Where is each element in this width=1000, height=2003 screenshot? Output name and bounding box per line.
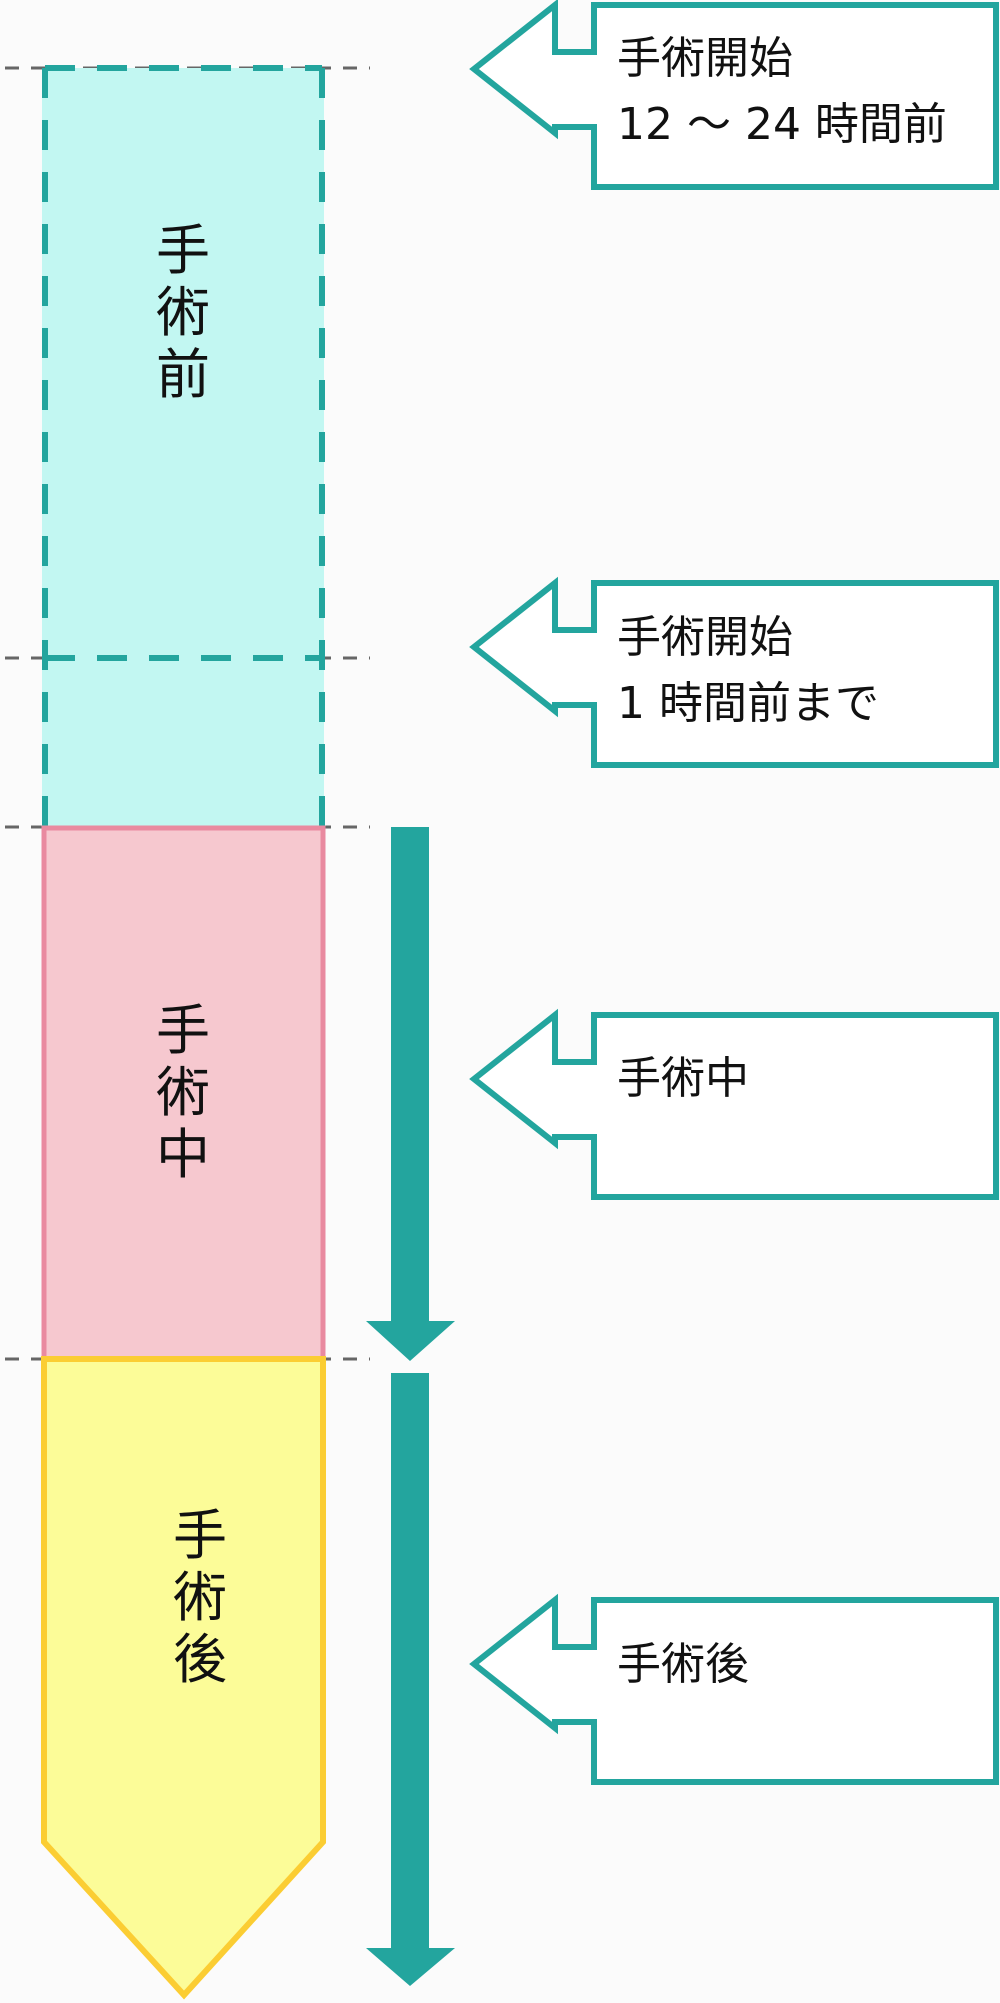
callout-line1: 手術開始 — [617, 33, 793, 84]
post-op-phase-shape — [41, 1356, 326, 2000]
callout-box-post — [469, 1593, 999, 1785]
during-duration-arrow — [366, 827, 455, 1361]
callout-line2: 12 ～ 24 時間前 — [617, 99, 947, 150]
callout-line1: 手術後 — [617, 1639, 749, 1690]
post-duration-arrow — [366, 1373, 455, 1986]
post-op-label: 手術後 — [173, 1504, 227, 1691]
during-label: 手術中 — [156, 999, 210, 1186]
callout-line2: 1 時間前まで — [617, 678, 879, 729]
pre-op-label: 手術前 — [156, 219, 210, 406]
callout-line1: 手術開始 — [617, 612, 793, 663]
callout-start-24h-text: 手術開始 12 ～ 24 時間前 — [617, 26, 947, 158]
pre-op-phase-box — [42, 68, 324, 828]
callout-line1: 手術中 — [617, 1053, 749, 1104]
callout-during-text: 手術中 — [617, 1046, 749, 1112]
callout-box-start-24h — [469, 0, 999, 190]
callout-box-start-1h — [469, 576, 999, 768]
callout-box-during — [469, 1008, 999, 1200]
callout-post-text: 手術後 — [617, 1632, 749, 1698]
callout-start-1h-text: 手術開始 1 時間前まで — [617, 605, 879, 737]
